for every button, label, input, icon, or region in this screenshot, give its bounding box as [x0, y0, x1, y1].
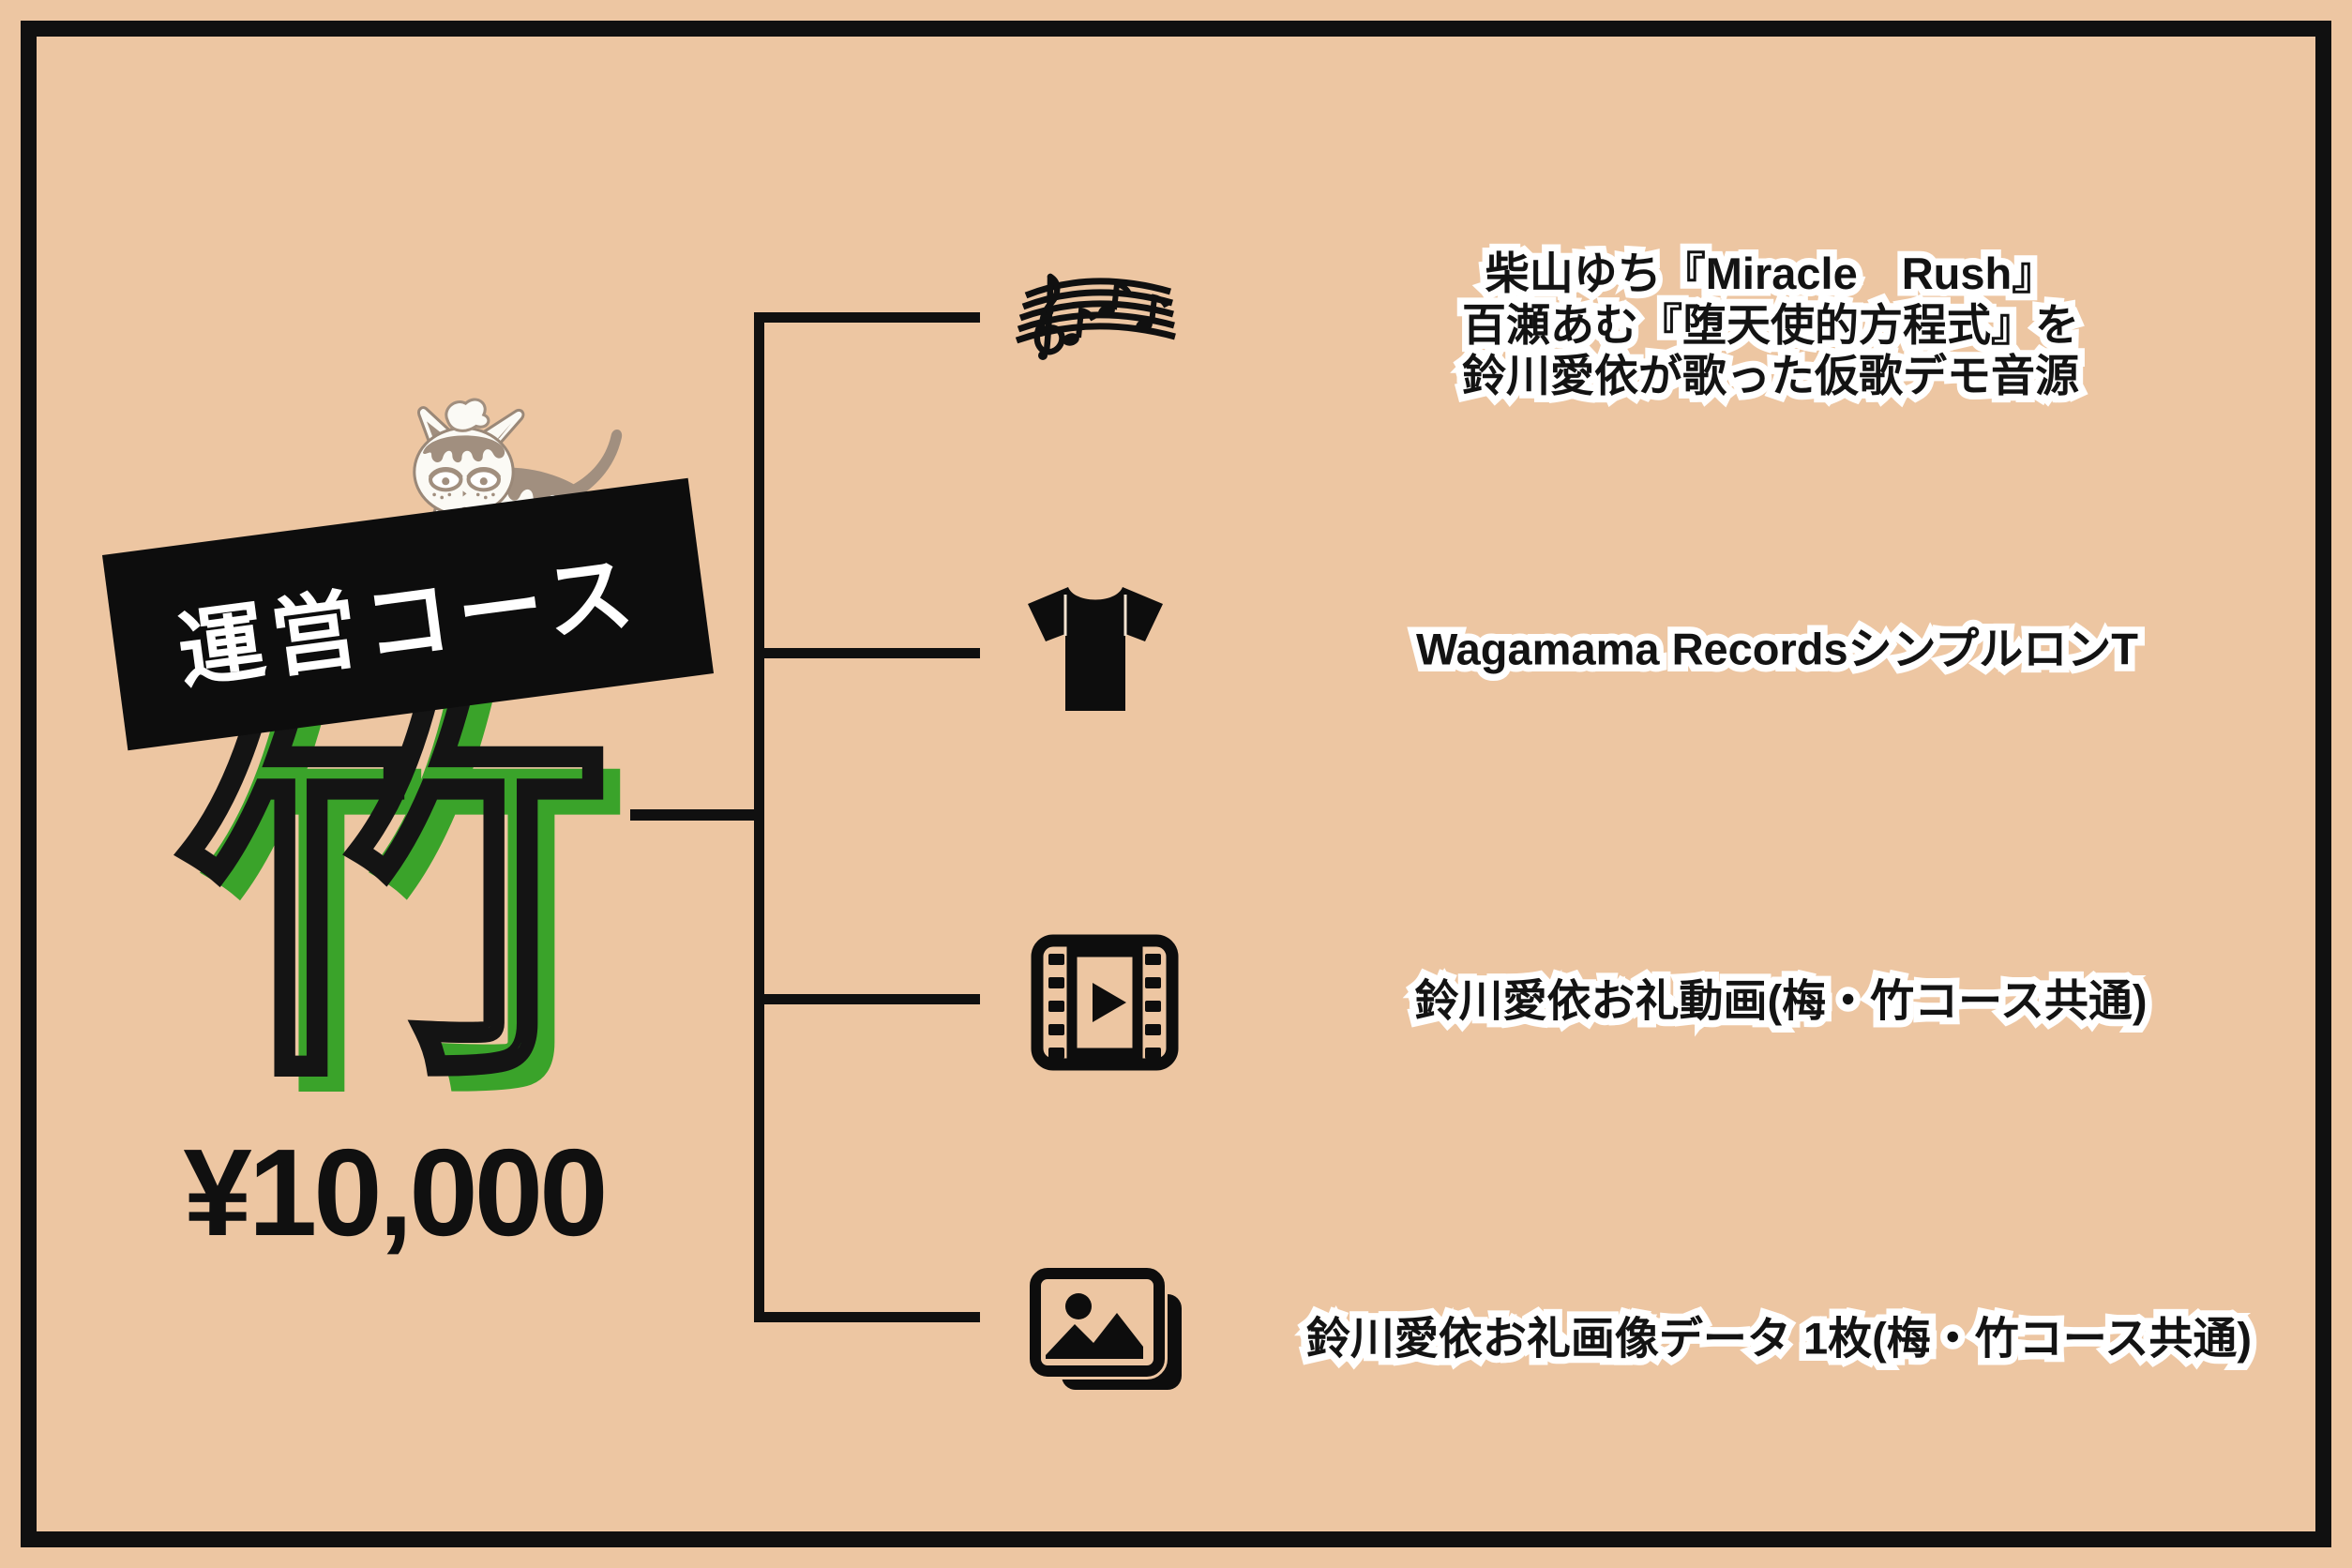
reward-label-thanks-image: 鈴川愛依お礼画像データ 1枚(梅・竹コース共通)鈴川愛依お礼画像データ 1枚(梅…: [1299, 1306, 2258, 1370]
reward-text-line: 百瀬あむ『堕天使的方程式』を: [1462, 299, 2079, 350]
reward-text-line: 鈴川愛依お礼動画(梅・竹コース共通): [1414, 975, 2148, 1026]
play-triangle: [1093, 983, 1126, 1022]
tier-price: ¥10,000: [183, 1123, 608, 1261]
tier-kanji-fill: 竹: [199, 661, 630, 1142]
reward-text-line: 鈴川愛依が歌った仮歌デモ音源: [1462, 351, 2079, 401]
cat-freckles: [432, 490, 495, 500]
course-banner-label: 運営コース: [172, 544, 646, 701]
cat-eyes: [428, 467, 502, 492]
reward-label-demo-audio: 柴山ゆち『Miracle Rush』柴山ゆち『Miracle Rush』 百瀬あ…: [1455, 242, 2087, 408]
film-video-icon: [1031, 934, 1179, 1071]
reward-label-thanks-video: 鈴川愛依お礼動画(梅・竹コース共通)鈴川愛依お礼動画(梅・竹コース共通): [1408, 969, 2154, 1033]
tier-kanji: 竹 竹: [103, 642, 685, 1155]
tree-trunk-line: [754, 312, 764, 1322]
film-sprockets: [1048, 954, 1161, 1059]
tree-stem-line: [630, 809, 758, 821]
tree-branch-2: [754, 648, 980, 658]
music-notes: [1063, 280, 1169, 346]
tree-branch-1: [754, 312, 980, 323]
cat-head: [413, 398, 525, 518]
tier-kanji-outline: 竹: [174, 642, 613, 1123]
reward-text-line: 鈴川愛依お礼画像データ 1枚(梅・竹コース共通): [1305, 1313, 2253, 1364]
tree-branch-4: [754, 1312, 980, 1322]
treble-clef: [1033, 273, 1065, 360]
photo-stack-icon: [1030, 1268, 1182, 1390]
reward-text-line: 柴山ゆち『Miracle Rush』: [1485, 249, 2057, 299]
reward-text-line: Wagamama RecordsシンプルロンT: [1416, 624, 2138, 674]
tshirt-icon: [1028, 587, 1163, 711]
tree-branch-3: [754, 994, 980, 1004]
music-score-icon: [1015, 273, 1176, 360]
